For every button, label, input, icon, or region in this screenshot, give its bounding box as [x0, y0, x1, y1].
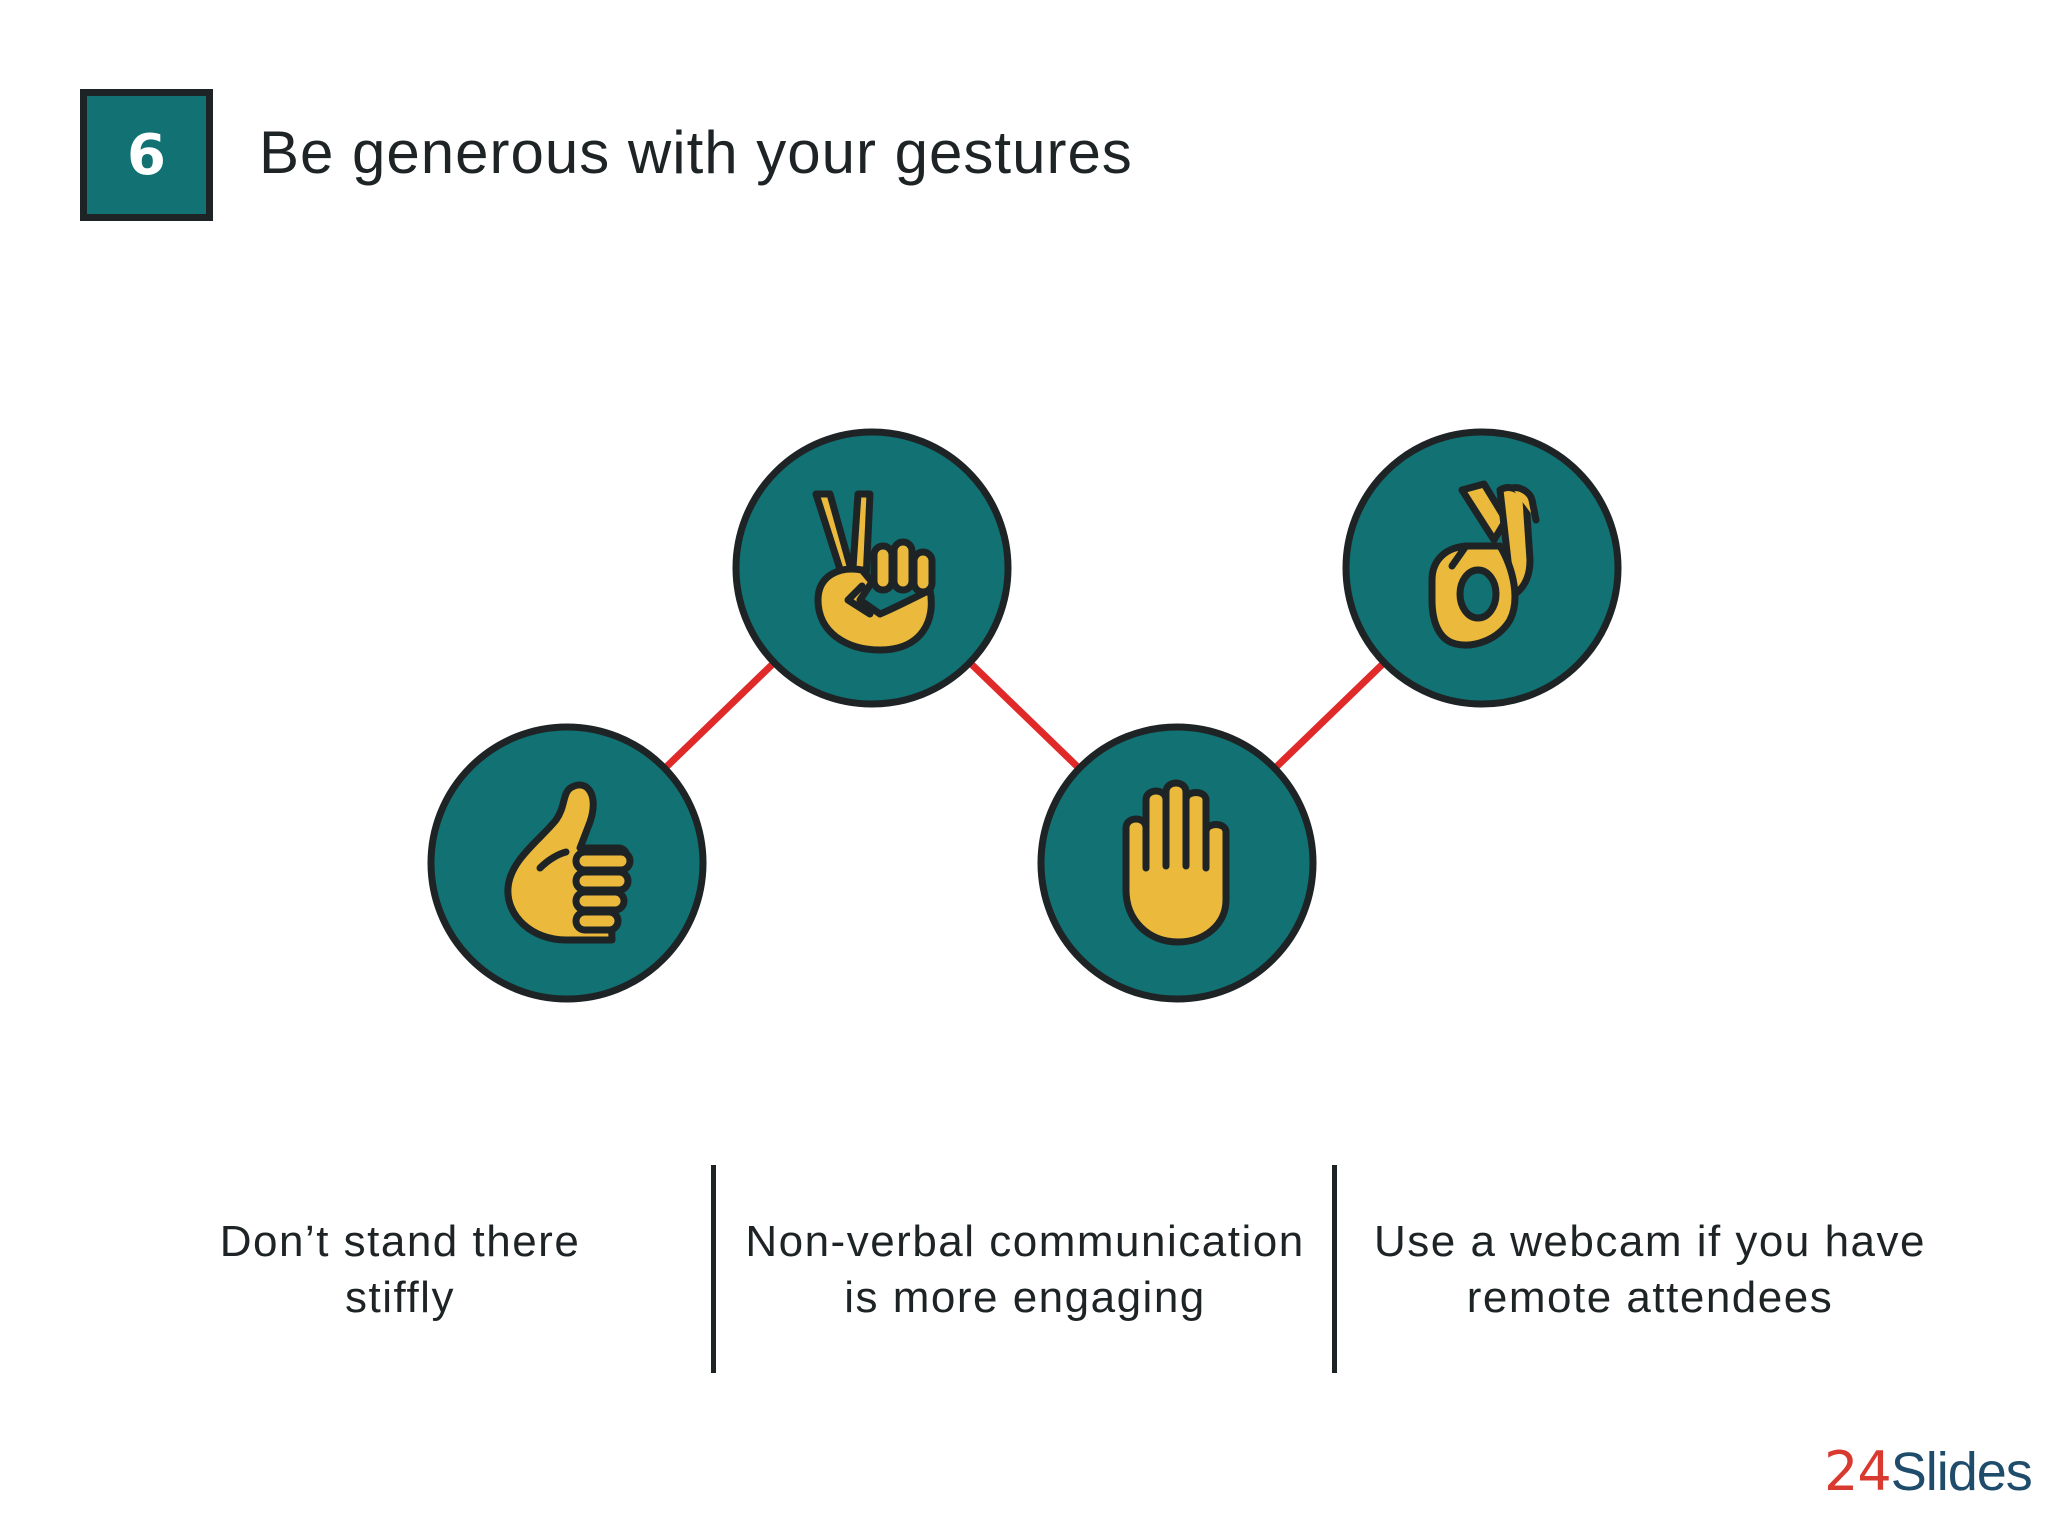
- ok-hand-icon: [1428, 480, 1540, 649]
- thumbs-up-icon: [504, 781, 634, 944]
- caption-webcam-text: Use a webcam if you have remote attendee…: [1373, 1217, 1927, 1322]
- raised-hand-icon: [1122, 779, 1230, 946]
- slide-title: Be generous with your gestures: [259, 119, 1133, 186]
- slide-number-badge: 6: [80, 89, 213, 221]
- connector-lines: [564, 565, 1485, 866]
- slide-number: 6: [127, 122, 166, 188]
- caption-divider-2: [1332, 1165, 1337, 1373]
- brand-logo: 24Slides: [1824, 1440, 2033, 1503]
- caption-divider-1: [711, 1165, 716, 1373]
- caption-nonverbal-text: Non-verbal communication is more engagin…: [745, 1217, 1305, 1322]
- peace-sign-icon: [812, 490, 936, 654]
- caption-nonverbal: Non-verbal communication is more engagin…: [740, 1160, 1310, 1380]
- caption-stand: Don’t stand there stiffly: [160, 1160, 640, 1380]
- caption-stand-text: Don’t stand there stiffly: [219, 1217, 581, 1322]
- caption-webcam: Use a webcam if you have remote attendee…: [1360, 1160, 1940, 1380]
- logo-text: Slides: [1890, 1442, 2033, 1502]
- logo-number: 24: [1824, 1440, 1892, 1503]
